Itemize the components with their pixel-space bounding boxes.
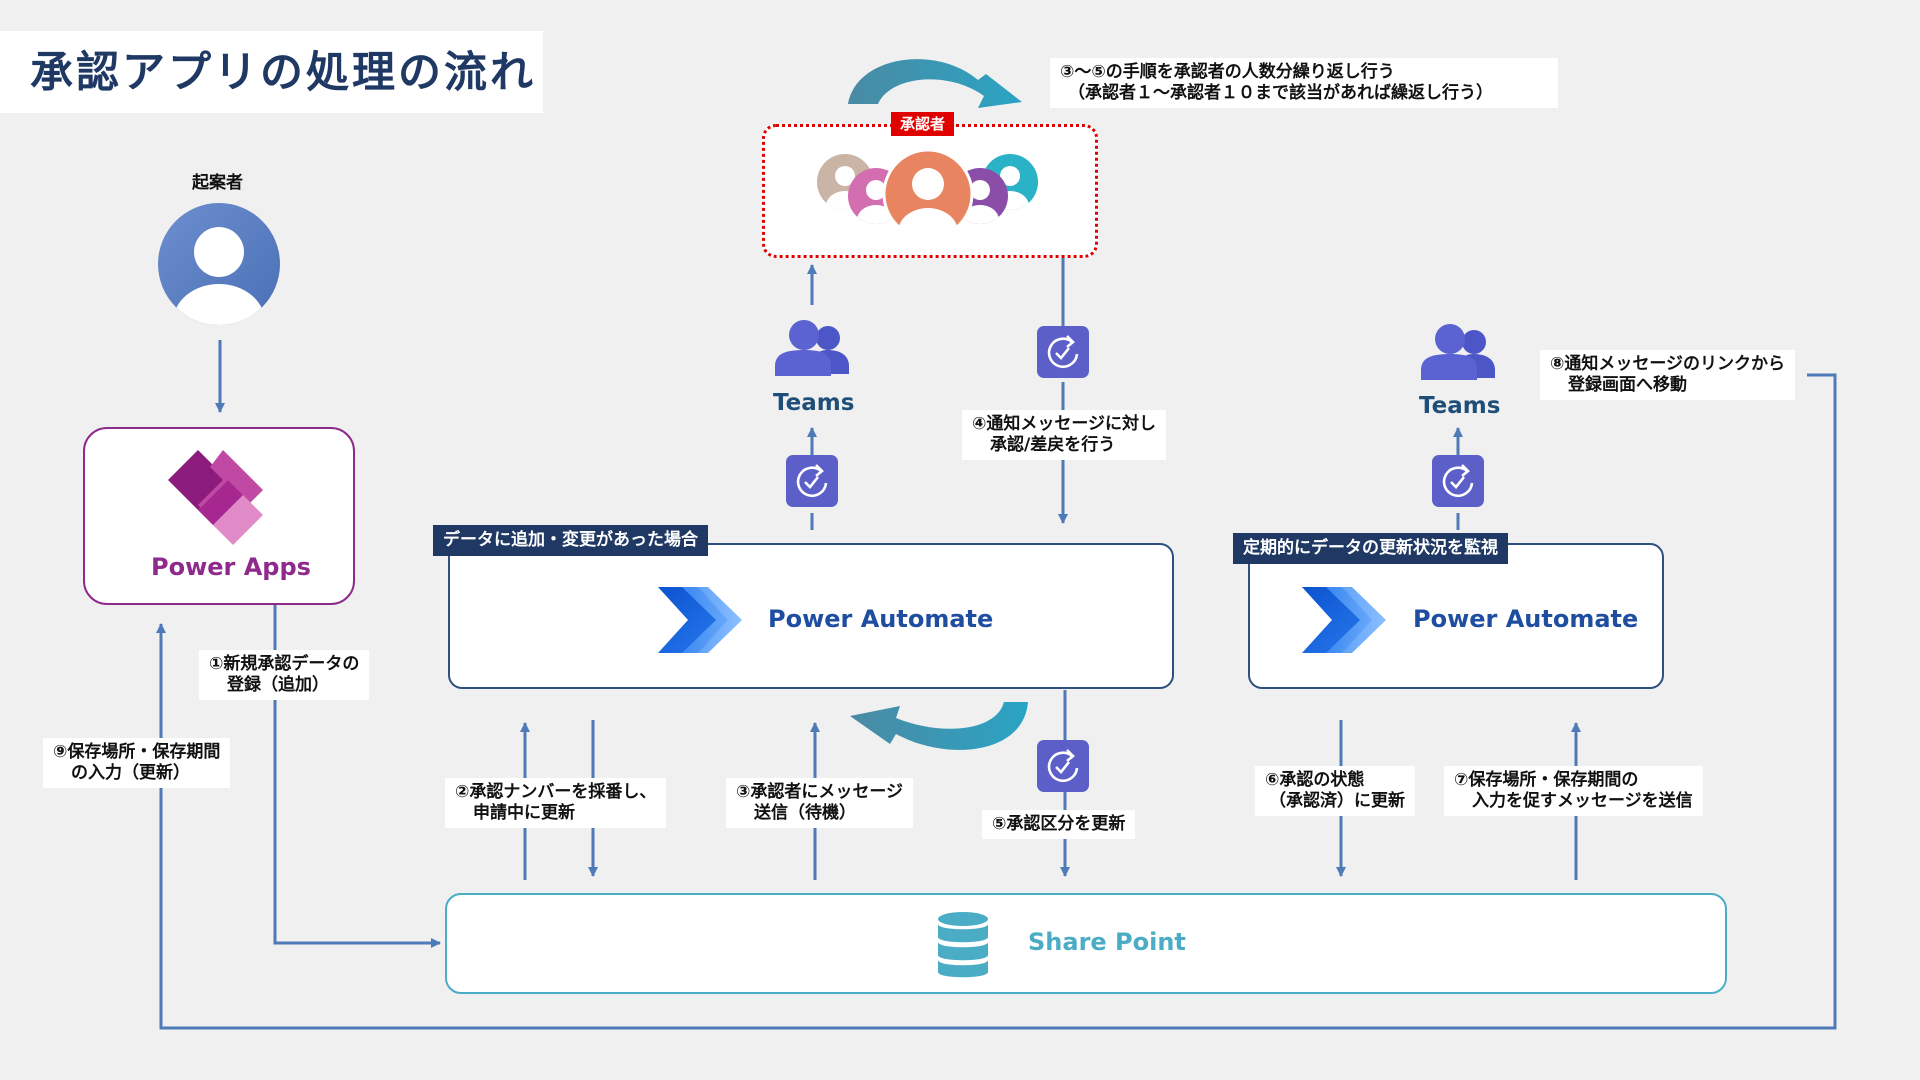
power-automate-logo bbox=[1302, 587, 1386, 653]
power-automate-label: Power Automate bbox=[1413, 605, 1639, 633]
approval-flow-icon bbox=[1432, 455, 1484, 507]
step-4-label: ④通知メッセージに対し承認/差戻を行う bbox=[962, 410, 1167, 460]
trigger-schedule-banner: 定期的にデータの更新状況を監視 bbox=[1233, 533, 1508, 564]
power-automate-logo bbox=[658, 587, 742, 653]
proposer-label: 起案者 bbox=[192, 173, 243, 193]
step-9-label: ⑨保存場所・保存期間の入力（更新） bbox=[43, 738, 231, 788]
step-3-label: ③承認者にメッセージ送信（待機） bbox=[726, 778, 914, 828]
approval-flow-icon bbox=[1037, 326, 1089, 378]
step-8-label: ⑧通知メッセージのリンクから登録画面へ移動 bbox=[1540, 350, 1796, 400]
power-apps-label: Power Apps bbox=[151, 553, 311, 581]
step-7-label: ⑦保存場所・保存期間の入力を促すメッセージを送信 bbox=[1444, 766, 1703, 816]
sharepoint-label: Share Point bbox=[1028, 928, 1186, 956]
title-box bbox=[0, 31, 543, 113]
page-title: 承認アプリの処理の流れ bbox=[30, 48, 536, 98]
sharepoint-box bbox=[445, 893, 1727, 994]
teams-label: Teams bbox=[773, 390, 855, 416]
step-5-label: ⑤承認区分を更新 bbox=[982, 810, 1136, 839]
step-3-5-repeat-label: ③～⑤の手順を承認者の人数分繰り返し行う（承認者１～承認者１０まで該当があれば繰… bbox=[1050, 58, 1558, 108]
loop-arrow-icon bbox=[848, 59, 1022, 108]
user-avatar-icon bbox=[158, 203, 280, 325]
approval-flow-icon bbox=[1037, 740, 1089, 792]
user-group-avatars-icon bbox=[817, 148, 1038, 240]
step-2-label: ②承認ナンバーを採番し、申請中に更新 bbox=[445, 778, 667, 828]
power-automate-box-change bbox=[448, 543, 1174, 689]
database-icon bbox=[938, 912, 988, 978]
step-6-label: ⑥承認の状態（承認済）に更新 bbox=[1255, 766, 1415, 816]
trigger-change-banner: データに追加・変更があった場合 bbox=[433, 525, 708, 556]
power-apps-logo bbox=[168, 450, 263, 545]
teams-label: Teams bbox=[1419, 393, 1501, 419]
approval-flow-icon bbox=[786, 455, 838, 507]
power-automate-label: Power Automate bbox=[768, 605, 994, 633]
loop-arrow-icon bbox=[850, 702, 1028, 750]
approver-tag: 承認者 bbox=[891, 112, 955, 136]
step-1-label: ①新規承認データの登録（追加） bbox=[199, 650, 370, 700]
people-icon bbox=[775, 320, 849, 376]
people-icon bbox=[1421, 324, 1495, 380]
